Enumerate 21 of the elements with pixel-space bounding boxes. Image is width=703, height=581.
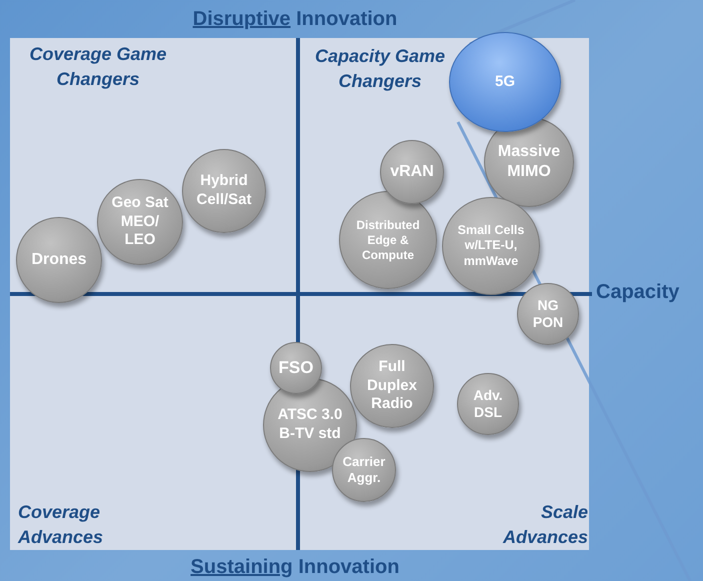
bubble-text: Carrier Aggr. [342, 454, 386, 486]
quadrant-label: Scale Advances [502, 501, 588, 549]
bubble-text: 5G [494, 72, 516, 92]
quadrant-label: Capacity Game Changers [314, 45, 446, 93]
quadrant-label: Coverage Game Changers [28, 43, 168, 91]
bubble-text: Hybrid Cell/Sat [195, 172, 253, 210]
bubble-text: NG PON [532, 296, 564, 332]
bubble-text: Distributed Edge & Compute [355, 218, 421, 262]
axis-label: Capacity [596, 281, 680, 304]
quadrant-label: Coverage Advances [18, 501, 104, 549]
bubble-text: Full Duplex Radio [366, 358, 418, 414]
bubble-text: Small Cells w/LTE-U, mmWave [456, 222, 526, 270]
bubble-text: Massive MIMO [496, 142, 562, 182]
bubble-text: Geo Sat MEO/ LEO [110, 194, 170, 250]
bubble-text: FSO [278, 357, 314, 379]
bubble-text: vRAN [389, 162, 435, 182]
heading: Disruptive Innovation [192, 8, 398, 31]
bubble-text: Drones [30, 250, 88, 270]
bubble-text: ATSC 3.0 B-TV std [276, 406, 344, 444]
heading: Sustaining Innovation [190, 556, 400, 579]
bubble-text: Adv. DSL [472, 386, 504, 422]
